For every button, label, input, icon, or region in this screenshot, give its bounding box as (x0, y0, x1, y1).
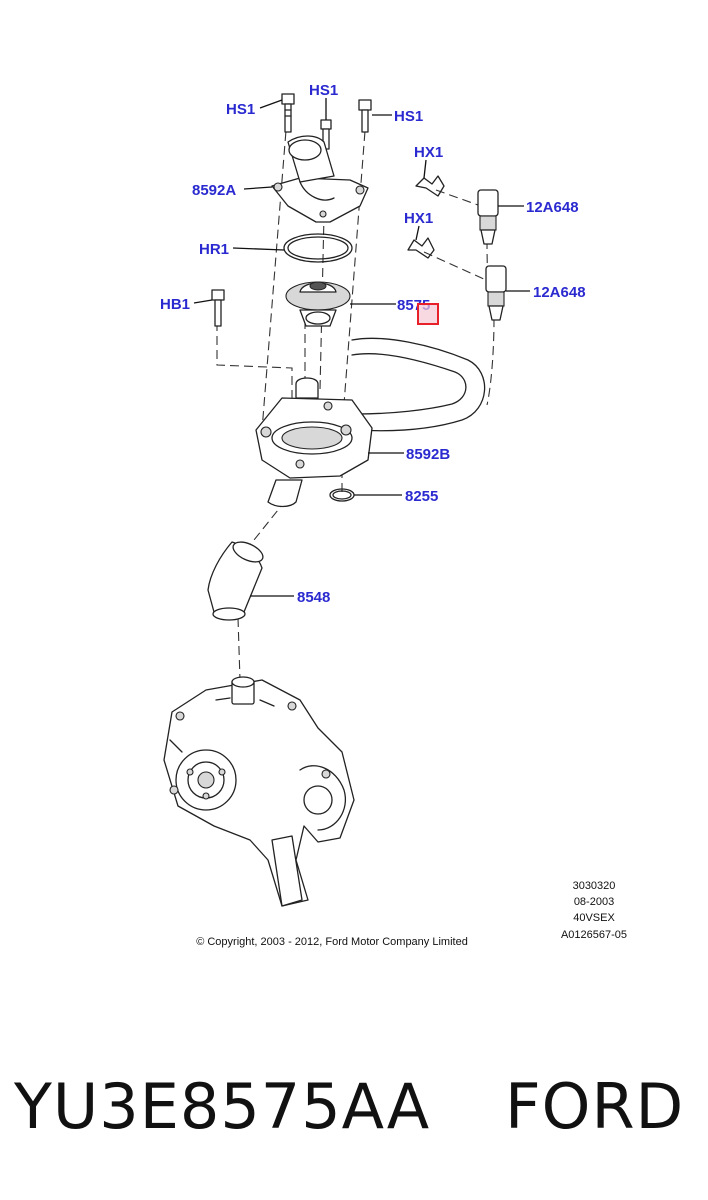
label-hx1-mid: HX1 (404, 210, 433, 227)
sensor-12a648-bottom (485, 265, 507, 321)
sensor-12a648-top (477, 189, 499, 245)
thermostat-8575 (285, 281, 351, 327)
label-housing-lower: 8592B (406, 446, 450, 463)
diagram-meta-codes: 3030320 08-2003 40VSEX A0126567-05 (561, 880, 627, 941)
part-number-caption: YU3E8575AA (14, 1070, 431, 1143)
label-sensor-top: 12A648 (526, 199, 579, 216)
meta-code-4: A0126567-05 (561, 929, 627, 941)
meta-code-1: 3030320 (573, 880, 616, 892)
bolt-hb1 (211, 289, 225, 327)
label-hs1-right: HS1 (394, 108, 423, 125)
label-hs1-left: HS1 (226, 101, 255, 118)
label-o-ring: HR1 (199, 241, 229, 258)
gasket-8255 (329, 488, 355, 502)
thermostat-housing-lower (255, 377, 373, 508)
callout-labels: HS1 HS1 HS1 HX1 HX1 8592A HR1 HB1 8575 1… (160, 82, 586, 606)
clip-hx1-mid (407, 237, 435, 259)
bolt-hs1-left (281, 93, 295, 133)
meta-code-2: 08-2003 (574, 896, 614, 908)
label-housing-upper: 8592A (192, 182, 236, 199)
highlight-marker[interactable] (417, 303, 439, 325)
label-hs1-top: HS1 (309, 82, 338, 99)
thermostat-housing-upper (271, 135, 369, 223)
label-sensor-bottom: 12A648 (533, 284, 586, 301)
meta-code-3: 40VSEX (573, 912, 615, 924)
o-ring-hr1 (283, 233, 353, 263)
label-bolt: HB1 (160, 296, 190, 313)
label-hose: 8548 (297, 589, 330, 606)
bolt-hs1-right (358, 99, 372, 133)
leader-lines (193, 98, 530, 597)
copyright-notice: © Copyright, 2003 - 2012, Ford Motor Com… (196, 936, 468, 948)
water-pump (163, 676, 355, 907)
harness-guide-path (351, 337, 486, 432)
brand-caption: FORD (505, 1070, 685, 1143)
clip-hx1-top (415, 175, 445, 197)
exploded-parts-diagram: HS1 HS1 HS1 HX1 HX1 8592A HR1 HB1 8575 1… (160, 82, 627, 948)
label-gasket: 8255 (405, 488, 438, 505)
hose-8548 (207, 541, 264, 621)
label-hx1-top: HX1 (414, 144, 443, 161)
